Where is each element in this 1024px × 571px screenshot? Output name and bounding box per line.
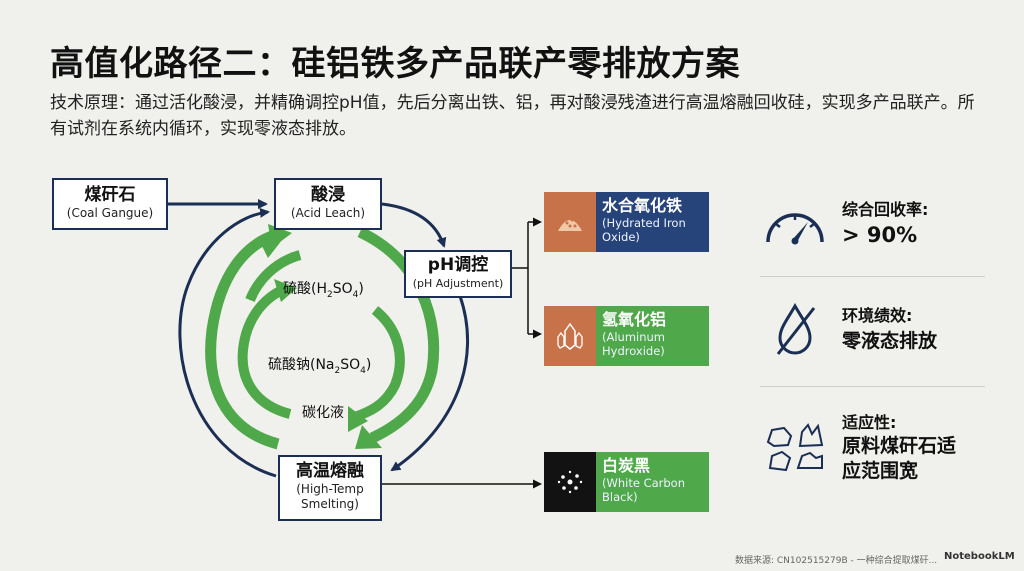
brand-label: NotebookLM [944, 551, 1015, 562]
arrow-leach-to-ph [381, 202, 447, 248]
metric-divider [760, 276, 985, 277]
crystal-icon [544, 306, 596, 366]
node-acid-leach: 酸浸 (Acid Leach) [274, 178, 382, 230]
label-carbonation-liquid: 碳化液 [302, 405, 344, 421]
green-arrow-inner-left [237, 285, 292, 419]
green-arrow-inner-right [350, 306, 405, 423]
label-sodium-sulfate: 硫酸钠(Na2SO4) [268, 357, 372, 376]
green-arrowhead-outer-right [355, 425, 382, 449]
node-ph-adjustment: pH调控 (pH Adjustment) [404, 250, 512, 298]
metric-divider [760, 386, 985, 387]
node-high-temp-smelting: 高温熔融 (High-Temp Smelting) [278, 455, 382, 521]
green-arrowhead-inner-right [348, 406, 368, 432]
product-aluminum-hydroxide: 氢氧化铝 (Aluminum Hydroxide) [544, 306, 709, 366]
label-sulfuric-acid: 硫酸(H2SO4) [283, 281, 364, 300]
metric-recovery-rate: 综合回收率: > 90% [760, 184, 1000, 264]
source-footnote: 数据来源: CN102515279B - 一种综合提取煤矸... [735, 556, 938, 566]
description: 技术原理：通过活化酸浸，并精确调控pH值，先后分离出铁、铝，再对酸浸残渣进行高温… [50, 93, 975, 139]
rocks-icon [760, 420, 830, 476]
green-arrow-outer-right [357, 227, 440, 443]
metric-environmental: 环境绩效: 零液态排放 [760, 290, 1000, 370]
no-liquid-drop-icon [760, 302, 830, 358]
green-arrow-outer-left [205, 229, 280, 450]
particles-icon [544, 452, 596, 512]
gauge-icon [760, 202, 830, 246]
product-white-carbon-black: 白炭黑 (White Carbon Black) [544, 452, 709, 512]
green-arrowhead-top [258, 238, 282, 258]
metric-adaptability: 适应性: 原料煤矸石适 应范围宽 [760, 404, 1000, 492]
green-arrow-top-left [245, 250, 302, 303]
page-title: 高值化路径二：硅铝铁多产品联产零排放方案 [50, 44, 740, 84]
product-hydrated-iron-oxide: 水合氧化铁 (Hydrated Iron Oxide) [544, 192, 709, 252]
arrow-smelt-to-leach [178, 207, 277, 478]
arrow-ph-to-smelt [390, 295, 469, 472]
sand-pile-icon [544, 192, 596, 252]
green-arrowhead-inner-left [274, 279, 297, 302]
node-coal-gangue: 煤矸石 (Coal Gangue) [52, 178, 168, 230]
